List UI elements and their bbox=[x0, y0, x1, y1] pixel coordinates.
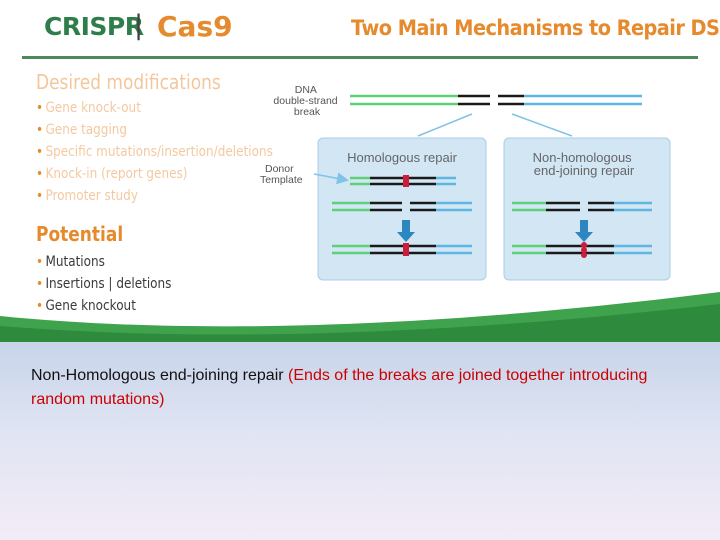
list-item: •Specific mutations/insertion/deletions bbox=[36, 141, 273, 163]
title-crispr: CRISPR bbox=[44, 12, 144, 41]
list-item: •Knock-in (report genes) bbox=[36, 163, 273, 185]
list-item-label: Knock-in (report genes) bbox=[45, 166, 188, 182]
list-item-label: Specific mutations/insertion/deletions bbox=[45, 144, 273, 160]
list-item: •Mutations bbox=[36, 251, 171, 273]
bullet-icon: • bbox=[36, 276, 44, 292]
list-item: •Gene knockout bbox=[36, 295, 171, 317]
dna-double-strand-break bbox=[350, 94, 642, 106]
dna-label: DNA double-strand break bbox=[273, 84, 340, 118]
nhej-repair-panel: Non-homologous end-joining repair bbox=[503, 137, 671, 281]
green-swoosh bbox=[0, 292, 720, 342]
list-item-label: Promoter study bbox=[45, 188, 138, 204]
donor-template-label: Donor Template bbox=[260, 163, 303, 186]
title-separator: | bbox=[134, 10, 144, 41]
list-item: •Promoter study bbox=[36, 185, 273, 207]
dsb-repair-diagram: DNA double-strand break Donor Template H… bbox=[260, 84, 671, 281]
potential-heading: Potential bbox=[36, 222, 124, 246]
down-arrow-icon bbox=[397, 220, 415, 242]
homologous-repair-title: Homologous repair bbox=[347, 150, 458, 165]
slide-bottom-area bbox=[0, 338, 720, 540]
title-rule bbox=[22, 56, 698, 59]
list-item-label: Gene tagging bbox=[45, 122, 128, 138]
list-item-label: Gene knockout bbox=[45, 298, 136, 314]
caption-main: Non-Homologous end-joining repair bbox=[31, 367, 284, 384]
desired-modifications-heading: Desired modifications bbox=[36, 70, 221, 94]
title-mechanisms: Two Main Mechanisms to Repair DSB bbox=[351, 16, 720, 40]
bullet-icon: • bbox=[36, 100, 44, 116]
caption-note: (Ends of the breaks are joined together … bbox=[31, 367, 648, 408]
title-cas9: Cas9 bbox=[157, 10, 233, 43]
bullet-icon: • bbox=[36, 188, 44, 204]
desired-modifications-list: •Gene knock-out •Gene tagging •Specific … bbox=[36, 97, 311, 207]
list-item-label: Mutations bbox=[45, 254, 105, 270]
list-item: •Gene tagging bbox=[36, 119, 273, 141]
hr-branch-arrow bbox=[417, 113, 473, 137]
bullet-icon: • bbox=[36, 122, 44, 138]
bullet-icon: • bbox=[36, 254, 44, 270]
list-item-label: Gene knock-out bbox=[45, 100, 141, 116]
donor-template-arrow bbox=[313, 172, 349, 185]
nhej-repair-title: Non-homologous end-joining repair bbox=[533, 150, 636, 178]
bullet-icon: • bbox=[36, 144, 44, 160]
bullet-icon: • bbox=[36, 166, 44, 182]
list-item-label: Insertions | deletions bbox=[45, 276, 172, 292]
homologous-repair-panel: Homologous repair bbox=[317, 137, 487, 281]
potential-list: •Mutations •Insertions | deletions •Gene… bbox=[36, 251, 194, 317]
list-item: •Insertions | deletions bbox=[36, 273, 171, 295]
caption-text: Non-Homologous end-joining repair (Ends … bbox=[31, 364, 671, 412]
bullet-icon: • bbox=[36, 298, 44, 314]
nhej-branch-arrow bbox=[511, 113, 573, 137]
list-item: •Gene knock-out bbox=[36, 97, 273, 119]
down-arrow-icon bbox=[575, 220, 593, 242]
